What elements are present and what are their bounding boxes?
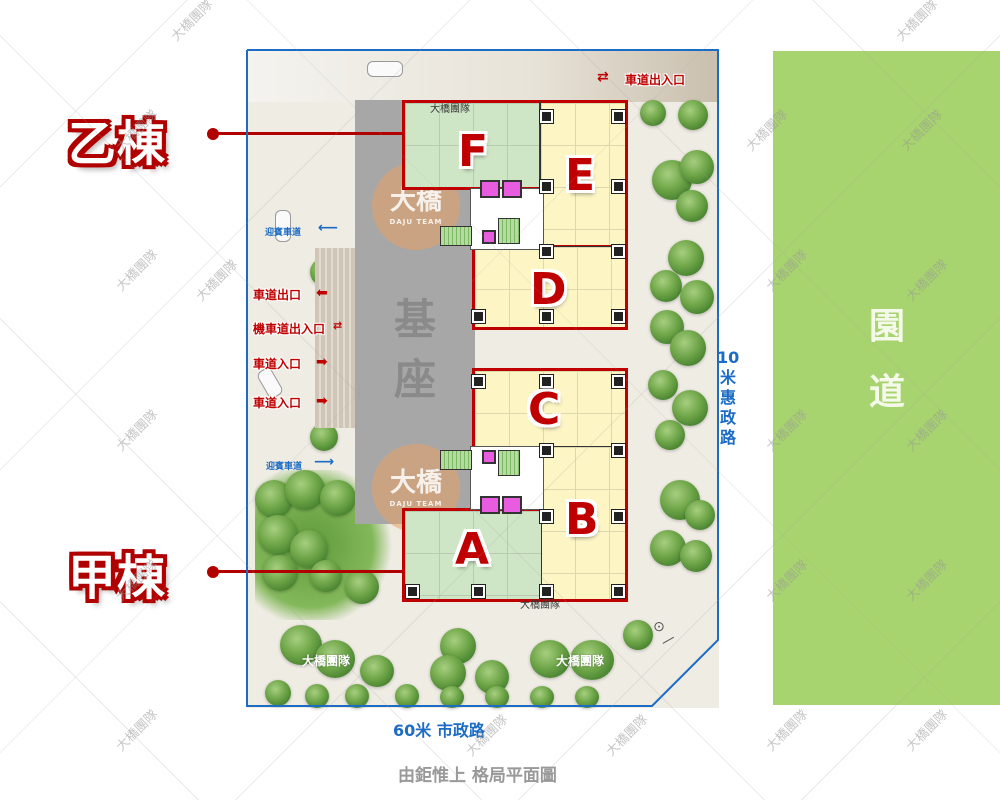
elevator-icon [482, 450, 496, 464]
stair-icon [440, 450, 472, 470]
road-label-east: 10 米 惠 政 路 [717, 348, 739, 448]
label-scooter-in-out: 機車道出入口 [253, 322, 326, 336]
watermark-text: 大橋團隊 [113, 247, 162, 295]
elevator-icon [480, 496, 500, 514]
elevator-icon [502, 496, 522, 514]
podium-label-char-2: 座 [393, 355, 436, 404]
arrow-right-icon: ➡ [316, 354, 328, 370]
road-east-char: 惠 [719, 388, 736, 407]
road-east-unit: 米 [719, 368, 736, 387]
unit-label-c: C [528, 384, 561, 435]
logo-sub-text: DAJU TEAM [389, 218, 443, 226]
arrow-left-icon: ⟵ [318, 220, 339, 236]
tower-label-yi: 乙棟 [68, 116, 167, 172]
watermark-text: 大橋團隊 [763, 707, 812, 755]
label-guest-drive-1: 迎賓車道 [265, 228, 302, 238]
podium-label: 基 座 [380, 290, 450, 410]
landscape-watermark: 大橋團隊 [556, 654, 605, 668]
car-icon [367, 61, 403, 77]
leader-line-yi [212, 132, 402, 135]
watermark-text: 大橋團隊 [193, 257, 242, 305]
logo-main-text: 大橋 [389, 186, 442, 216]
two-way-arrow-icon: ⇄ [333, 319, 343, 332]
unit-label-e: E [565, 150, 596, 201]
park-label: 園 道 [862, 294, 912, 426]
two-way-arrow-icon: ⇄ [597, 69, 609, 85]
arrow-right-icon: ⟶ [314, 454, 335, 470]
watermark-text: 大橋團隊 [168, 0, 217, 45]
stair-icon [498, 450, 520, 476]
watermark-text: 大橋團隊 [893, 0, 942, 45]
road-east-char: 路 [719, 428, 736, 447]
park-strip [773, 51, 1000, 705]
watermark-text: 大橋團隊 [113, 407, 162, 455]
park-label-char-2: 道 [868, 372, 905, 413]
tower-label-jia: 甲棟 [68, 550, 167, 606]
elevator-icon [482, 230, 496, 244]
watermark-text: 大橋團隊 [113, 707, 162, 755]
logo-main-text: 大橋 [389, 468, 442, 498]
road-label-south: 60米 市政路 [393, 721, 485, 740]
road-east-char: 政 [719, 408, 736, 427]
stair-icon [440, 226, 472, 246]
elevator-icon [480, 180, 500, 198]
podium-label-char-1: 基 [393, 295, 436, 344]
landscape-watermark: 大橋團隊 [302, 654, 351, 668]
label-car-entrance-2: 車道入口 [253, 396, 302, 410]
diagram-title: 由鉅惟上 格局平面圖 [398, 766, 557, 786]
arrow-left-icon: ⬅ [316, 285, 328, 301]
unit-label-d: D [530, 264, 567, 315]
elevator-icon [502, 180, 522, 198]
unit-label-a: A [455, 524, 490, 575]
road-east-width: 10 [717, 348, 740, 367]
label-car-exit: 車道出口 [253, 288, 302, 302]
unit-label-f: F [458, 126, 489, 177]
stair-icon [498, 218, 520, 244]
park-label-char-1: 園 [868, 306, 905, 347]
label-top-driveway: 車道出入口 [625, 73, 686, 87]
watermark-text: 大橋團隊 [903, 707, 952, 755]
watermark-text: 大橋團隊 [603, 712, 652, 760]
label-car-entrance-1: 車道入口 [253, 357, 302, 371]
unit-label-b: B [565, 494, 599, 545]
logo-sub-text: DAJU TEAM [389, 500, 443, 508]
label-guest-drive-2: 迎賓車道 [266, 462, 303, 472]
arrow-right-icon: ➡ [316, 393, 328, 409]
leader-line-jia [212, 570, 402, 573]
